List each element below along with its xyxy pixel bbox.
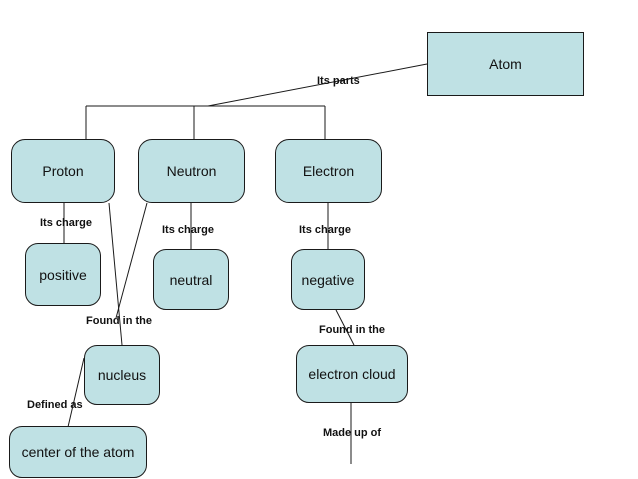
node-positive: positive [25, 243, 101, 306]
label-proton-charge: Its charge [40, 217, 92, 229]
label-found-in-cloud: Found in the [319, 324, 385, 336]
node-proton: Proton [11, 139, 115, 203]
label-its-parts: Its parts [317, 75, 360, 87]
line-atom-to-branch [207, 63, 428, 107]
node-nucleus: nucleus [84, 345, 160, 405]
node-negative: negative [291, 249, 365, 310]
line-nucleus-center [67, 357, 85, 428]
node-center-of-atom: center of the atom [9, 426, 147, 478]
label-neutron-charge: Its charge [162, 224, 214, 236]
node-electron-cloud: electron cloud [296, 345, 408, 403]
line-negative-cloud [335, 309, 355, 346]
node-neutron: Neutron [138, 139, 245, 203]
label-defined-as: Defined as [27, 399, 83, 411]
line-neutron-nucleus [115, 202, 148, 319]
node-electron: Electron [275, 139, 382, 203]
label-made-up-of: Made up of [323, 427, 382, 439]
node-atom: Atom [427, 32, 584, 96]
label-found-in-nucleus: Found in the [86, 315, 152, 327]
label-electron-charge: Its charge [299, 224, 351, 236]
node-neutral: neutral [153, 249, 229, 310]
line-proton-nucleus [108, 202, 123, 346]
